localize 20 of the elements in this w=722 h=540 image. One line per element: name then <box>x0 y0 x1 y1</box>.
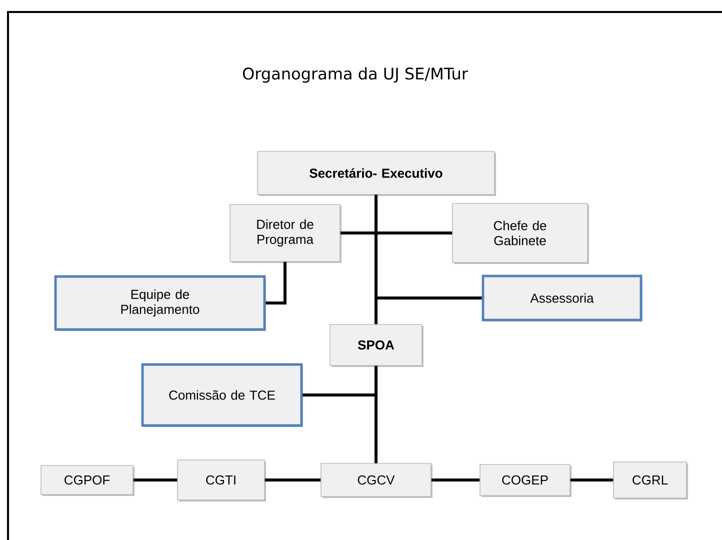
org-box: Comissão de TCE <box>141 363 303 427</box>
org-box: Equipe de Planejamento <box>54 275 266 331</box>
connector-line <box>133 478 178 482</box>
org-box: Diretor de Programa <box>230 204 342 263</box>
connector-line <box>570 478 614 482</box>
org-box: Chefe de Gabinete <box>452 203 589 264</box>
org-box: Assessoria <box>482 274 642 322</box>
connector-line <box>374 194 378 324</box>
org-box: Secretário- Executivo <box>257 151 496 196</box>
connector-line <box>264 478 321 482</box>
org-box: CGCV <box>320 463 432 498</box>
org-box: COGEP <box>480 464 572 497</box>
org-box: CGPOF <box>40 465 134 496</box>
org-box: SPOA <box>330 324 424 367</box>
connector-line <box>374 366 378 464</box>
org-box: CGTI <box>177 460 266 502</box>
org-box: CGRL <box>613 462 688 500</box>
connector-line <box>431 478 480 482</box>
connector-line <box>266 262 286 304</box>
title: Organograma da UJ SE/MTur <box>242 67 468 83</box>
